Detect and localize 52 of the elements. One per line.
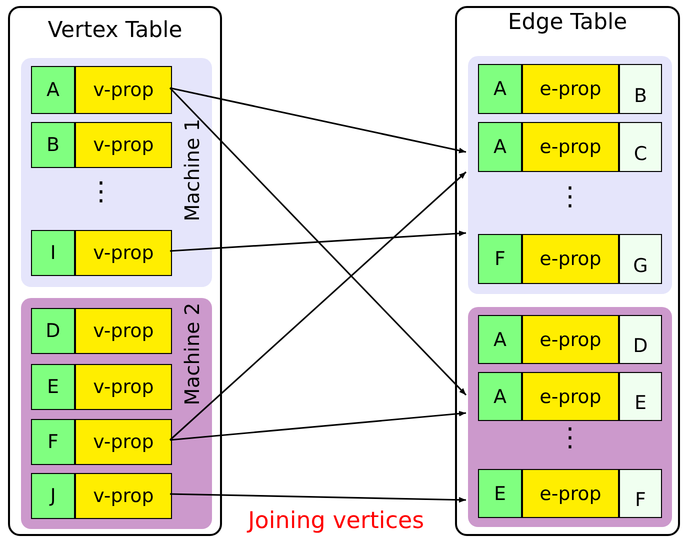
target-cell: D xyxy=(619,315,662,364)
key-cell: B xyxy=(31,122,75,168)
machine-panel xyxy=(21,298,212,529)
arrow xyxy=(169,87,467,396)
target-cell: C xyxy=(619,122,662,172)
target-cell: B xyxy=(619,64,662,114)
machine-panel xyxy=(21,58,212,287)
property-cell: e-prop xyxy=(522,122,619,172)
arrow xyxy=(170,493,466,503)
property-cell: v-prop xyxy=(75,473,172,519)
key-cell: D xyxy=(31,308,75,354)
key-cell: E xyxy=(31,364,75,410)
ellipsis-dots: ⋮ xyxy=(557,183,583,213)
property-cell: e-prop xyxy=(522,315,619,364)
ellipsis-dots: ⋮ xyxy=(88,178,114,208)
property-cell: e-prop xyxy=(522,64,619,114)
key-cell: J xyxy=(31,473,75,519)
target-cell: E xyxy=(619,372,662,421)
target-cell: G xyxy=(619,234,662,284)
arrow xyxy=(170,230,466,252)
machine-panel xyxy=(468,307,672,527)
table-frame xyxy=(455,6,680,536)
property-cell: v-prop xyxy=(75,66,172,114)
caption: Joining vertices xyxy=(248,508,424,534)
key-cell: A xyxy=(31,66,75,114)
property-cell: v-prop xyxy=(75,230,172,276)
key-cell: F xyxy=(478,234,522,284)
table-title: Edge Table xyxy=(506,10,628,35)
key-cell: A xyxy=(478,372,522,421)
property-cell: v-prop xyxy=(75,308,172,354)
machine-panel xyxy=(468,56,672,294)
table-frame xyxy=(8,6,222,536)
key-cell: F xyxy=(31,419,75,465)
ellipsis-dots: ⋮ xyxy=(557,424,583,454)
table-title: Vertex Table xyxy=(46,18,184,43)
property-cell: e-prop xyxy=(522,372,619,421)
key-cell: A xyxy=(478,315,522,364)
property-cell: e-prop xyxy=(522,234,619,284)
property-cell: v-prop xyxy=(75,419,172,465)
target-cell: F xyxy=(619,469,662,518)
key-cell: A xyxy=(478,64,522,114)
arrow xyxy=(169,171,467,441)
property-cell: v-prop xyxy=(75,364,172,410)
machine-label: Machine 2 xyxy=(180,302,204,406)
key-cell: E xyxy=(478,469,522,518)
key-cell: I xyxy=(31,230,75,276)
property-cell: e-prop xyxy=(522,469,619,518)
arrow xyxy=(170,87,466,154)
property-cell: v-prop xyxy=(75,122,172,168)
machine-label: Machine 1 xyxy=(180,118,204,222)
arrow xyxy=(170,410,466,441)
key-cell: A xyxy=(478,122,522,172)
